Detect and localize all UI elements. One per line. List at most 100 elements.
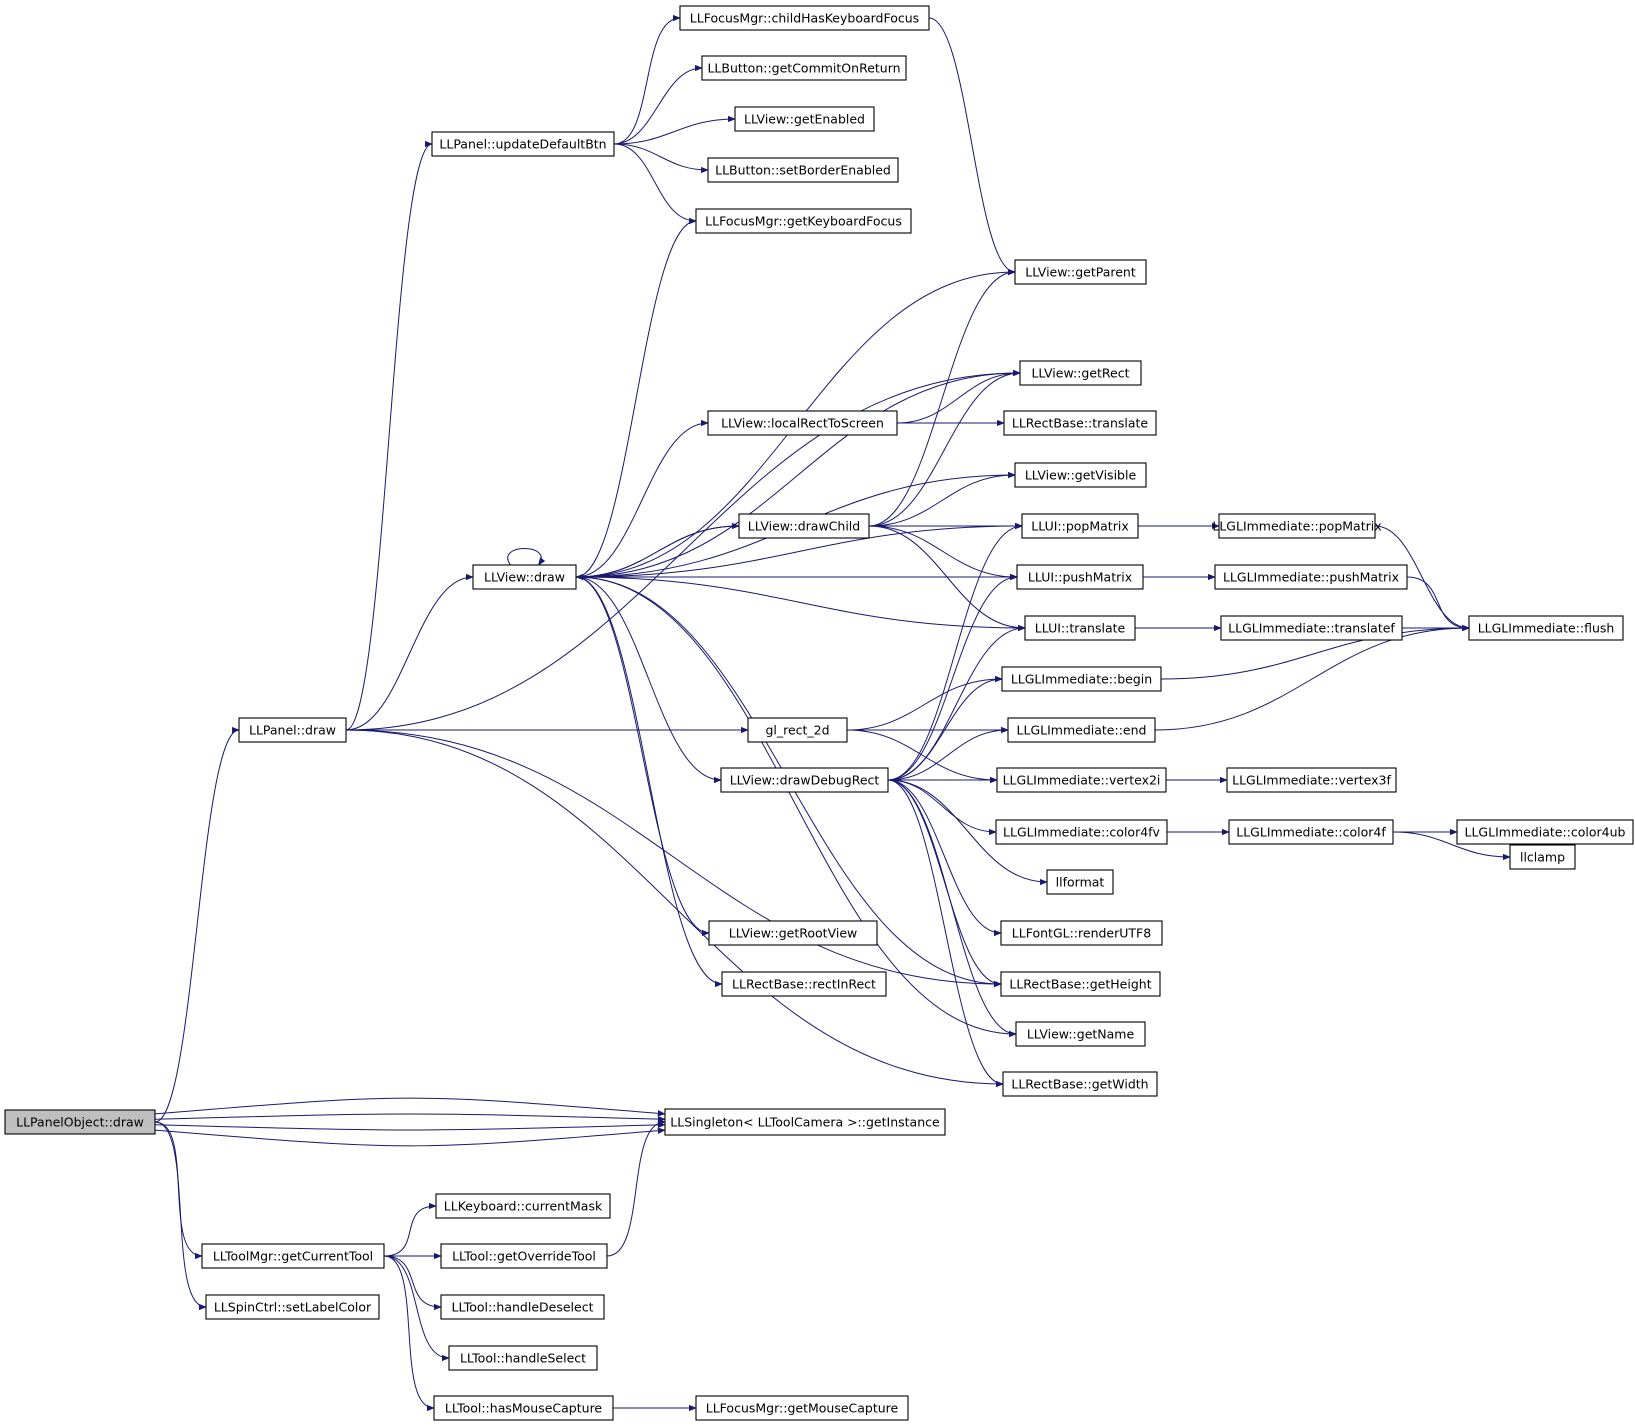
node-box	[1007, 717, 1156, 743]
node-box	[1000, 971, 1161, 997]
node-label: gl_rect_2d	[765, 723, 829, 738]
edge-llpanel-updatedefaultbtn-to-llfocusmgr-childhaskeyboardfocus	[613, 14, 681, 145]
node-llpanel-draw: LLPanel::draw	[238, 717, 347, 743]
edge-llpanel-draw-to-llpanel-updatedefaultbtn	[345, 140, 433, 731]
node-label: LLView::getVisible	[1025, 468, 1137, 483]
node-box	[440, 1294, 605, 1320]
node-llview-drawchild: LLView::drawChild	[738, 513, 870, 539]
node-lltool-hasmousecapture: LLTool::hasMouseCapture	[433, 1395, 614, 1421]
node-llglimmediate-flush: LLGLImmediate::flush	[1468, 615, 1624, 641]
node-box	[205, 1294, 380, 1320]
node-label: LLView::localRectToScreen	[721, 416, 884, 431]
edge-lltoolmgr-getcurrenttool-to-lltool-hasmousecapture	[383, 1255, 435, 1412]
node-label: LLView::getParent	[1025, 265, 1136, 280]
node-label: LLRectBase::rectInRect	[732, 977, 876, 992]
node-label: LLGLImmediate::pushMatrix	[1223, 570, 1399, 585]
node-llglimmediate-popmatrix: LLGLImmediate::popMatrix	[1212, 513, 1382, 539]
node-label: LLGLImmediate::translatef	[1228, 621, 1395, 636]
edge-gl-rect-2d-to-llglimmediate-vertex2i	[846, 729, 998, 784]
edge-llview-draw-to-llfocusmgr-getkeyboardfocus	[575, 217, 697, 578]
node-box	[1002, 1071, 1158, 1097]
node-layer: LLPanelObject::drawLLPanel::drawLLPanel:…	[4, 5, 1634, 1421]
node-llkeyboard-currentmask: LLKeyboard::currentMask	[435, 1193, 611, 1219]
edge-llview-draw-to-llview-getrootview	[575, 576, 710, 937]
edge-llview-draw-to-llui-popmatrix	[575, 522, 1023, 578]
edge-llview-drawdebugrect-to-llglimmediate-end	[887, 726, 1009, 781]
node-label: LLGLImmediate::color4fv	[1003, 825, 1161, 840]
node-box	[995, 819, 1168, 845]
edge-llpanelobject-draw-to-llsingleton-lltoolcamera-getinstance	[154, 1127, 666, 1147]
node-box	[1214, 564, 1408, 590]
node-box	[738, 513, 870, 539]
node-label: LLView::drawDebugRect	[730, 773, 880, 788]
edge-llview-drawchild-to-llview-draw	[575, 525, 740, 581]
edge-llglimmediate-begin-to-llglimmediate-flush	[1160, 624, 1470, 680]
node-label: LLGLImmediate::color4f	[1236, 825, 1386, 840]
node-lltoolmgr-getcurrenttool: LLToolMgr::getCurrentTool	[201, 1243, 385, 1269]
node-lltool-handleselect: LLTool::handleSelect	[448, 1345, 598, 1371]
node-label: LLView::getRootView	[729, 926, 857, 941]
node-box	[1228, 819, 1394, 845]
node-llglimmediate-color4ub: LLGLImmediate::color4ub	[1456, 819, 1634, 845]
node-llformat: llformat	[1046, 869, 1114, 895]
edge-llpanel-draw-to-llview-draw	[345, 573, 474, 731]
edge-llview-drawdebugrect-to-llformat	[887, 779, 1048, 886]
node-label: LLView::getEnabled	[744, 112, 865, 127]
node-label: LLView::draw	[484, 570, 565, 585]
edge-lltoolmgr-getcurrenttool-to-lltool-handledeselect	[383, 1255, 442, 1311]
node-box	[431, 131, 615, 157]
node-llsingleton-lltoolcamera-getinstance: LLSingleton< LLToolCamera >::getInstance	[664, 1108, 946, 1136]
node-llglimmediate-translatef: LLGLImmediate::translatef	[1220, 615, 1403, 641]
node-label: LLButton::setBorderEnabled	[715, 163, 891, 178]
edge-llview-drawdebugrect-to-llui-popmatrix	[887, 522, 1023, 781]
node-label: LLGLImmediate::flush	[1478, 621, 1615, 636]
edge-llpanelobject-draw-to-llsingleton-lltoolcamera-getinstance	[154, 1113, 666, 1123]
node-label: LLUI::translate	[1035, 621, 1126, 636]
edge-llview-drawdebugrect-to-llrectbase-getwidth	[887, 779, 1004, 1088]
node-box	[707, 410, 898, 436]
edge-llglimmediate-end-to-llglimmediate-flush	[1154, 624, 1470, 731]
node-box	[201, 1243, 385, 1269]
node-box	[1468, 615, 1624, 641]
node-label: LLSingleton< LLToolCamera >::getInstance	[670, 1115, 940, 1130]
node-llpanelobject-draw: LLPanelObject::draw	[4, 1109, 156, 1135]
node-box	[448, 1345, 598, 1371]
node-box	[472, 564, 577, 590]
node-box	[440, 1243, 608, 1269]
node-llrectbase-translate: LLRectBase::translate	[1003, 410, 1157, 436]
edge-llglimmediate-popmatrix-to-llglimmediate-flush	[1374, 525, 1470, 632]
edge-llpanel-draw-to-llrectbase-getwidth	[345, 729, 1004, 1088]
node-llglimmediate-color4f: LLGLImmediate::color4f	[1228, 819, 1394, 845]
node-box	[679, 5, 930, 31]
node-box	[1024, 615, 1136, 641]
node-llview-getenabled: LLView::getEnabled	[734, 106, 875, 132]
node-box	[435, 1193, 611, 1219]
node-llfocusmgr-getkeyboardfocus: LLFocusMgr::getKeyboardFocus	[695, 208, 912, 234]
edge-llview-drawchild-to-llview-getrect	[868, 369, 1021, 527]
edge-llview-drawdebugrect-to-llglimmediate-begin	[887, 675, 1003, 781]
node-label: LLTool::getOverrideTool	[452, 1249, 596, 1264]
node-label: LLFocusMgr::childHasKeyboardFocus	[690, 11, 919, 26]
edge-llview-drawdebugrect-to-llfontgl-renderutf8	[887, 779, 1002, 937]
node-lltool-handledeselect: LLTool::handleDeselect	[440, 1294, 605, 1320]
node-llbutton-setborderenabled: LLButton::setBorderEnabled	[707, 157, 899, 183]
node-box	[1015, 1021, 1146, 1047]
node-label: LLRectBase::translate	[1012, 416, 1149, 431]
node-llglimmediate-vertex3f: LLGLImmediate::vertex3f	[1226, 767, 1397, 793]
node-label: LLGLImmediate::end	[1017, 723, 1147, 738]
node-box	[1001, 666, 1162, 692]
node-box	[1014, 259, 1147, 285]
node-label: LLRectBase::getWidth	[1011, 1077, 1148, 1092]
edge-llpanelobject-draw-to-llsingleton-lltoolcamera-getinstance	[154, 1097, 666, 1117]
node-llview-getrootview: LLView::getRootView	[708, 920, 878, 946]
node-box	[238, 717, 347, 743]
node-box	[433, 1395, 614, 1421]
node-label: LLView::getName	[1027, 1027, 1135, 1042]
node-label: llformat	[1056, 875, 1105, 890]
node-box	[1509, 844, 1576, 870]
node-llview-getvisible: LLView::getVisible	[1014, 462, 1147, 488]
node-llview-drawdebugrect: LLView::drawDebugRect	[720, 767, 889, 793]
node-llglimmediate-begin: LLGLImmediate::begin	[1001, 666, 1162, 692]
node-box	[1016, 564, 1144, 590]
edge-llfocusmgr-childhaskeyboardfocus-to-llview-getparent	[928, 17, 1016, 276]
